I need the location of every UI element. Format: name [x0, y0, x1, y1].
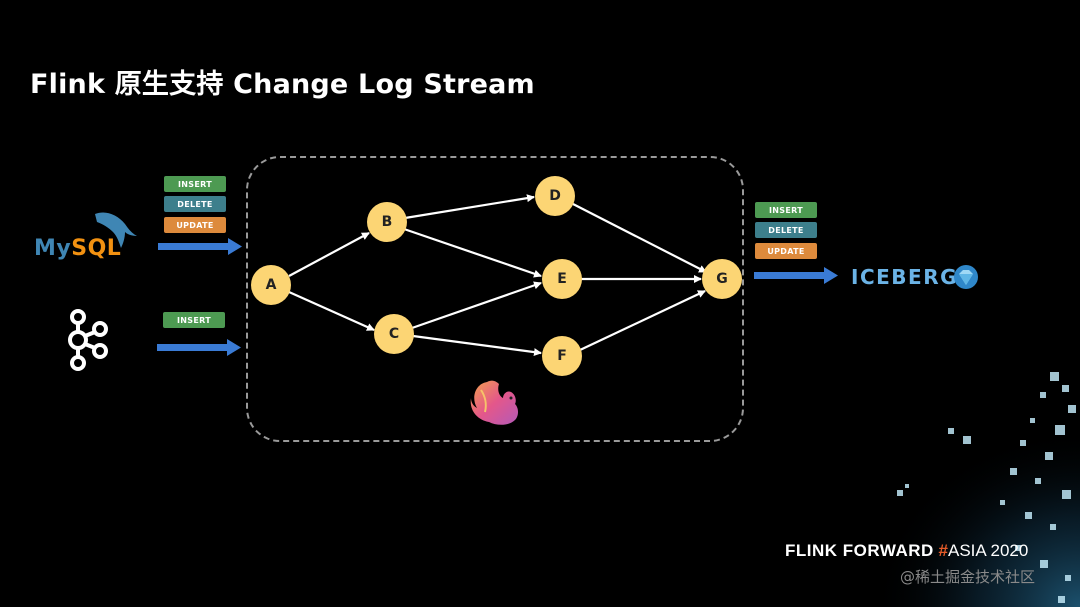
mysql-tag-update: UPDATE [164, 217, 226, 233]
sink-tag-update: UPDATE [755, 243, 817, 259]
kafka-tag-insert: INSERT [163, 312, 225, 328]
flink-pipeline-box [246, 156, 744, 442]
node-f: F [542, 336, 582, 376]
brand-name: FLINK FORWARD [785, 541, 934, 560]
kafka-icon [68, 309, 108, 371]
node-g: G [702, 259, 742, 299]
mysql-logo-text: MySQL [34, 236, 121, 261]
node-e: E [542, 259, 582, 299]
mysql-logo-my: My [34, 236, 72, 261]
edge-c-e [411, 281, 542, 330]
edge-a-b [288, 232, 370, 277]
iceberg-gem-icon [954, 265, 978, 289]
node-d: D [535, 176, 575, 216]
iceberg-logo-text: ICEBERG [851, 265, 959, 289]
node-c: C [374, 314, 414, 354]
sink-tag-delete: DELETE [755, 222, 817, 238]
edge-d-g [572, 203, 707, 273]
iceberg-output-arrow [754, 267, 838, 284]
mysql-tag-delete: DELETE [164, 196, 226, 212]
brand-hash: # [938, 541, 948, 560]
node-a: A [251, 265, 291, 305]
slide-title: Flink 原生支持 Change Log Stream [30, 69, 535, 100]
sink-tag-insert: INSERT [755, 202, 817, 218]
kafka-input-arrow [157, 339, 241, 356]
mysql-tag-insert: INSERT [164, 176, 226, 192]
mysql-input-arrow [158, 238, 242, 255]
edge-c-f [412, 334, 542, 357]
mysql-logo-sql: SQL [71, 236, 122, 261]
edge-b-d [404, 194, 535, 220]
edge-b-e [403, 227, 542, 278]
edge-f-g [579, 290, 706, 351]
mysql-dolphin-icon [95, 212, 137, 248]
watermark: @稀土掘金技术社区 [900, 568, 1036, 586]
flink-forward-brand: FLINK FORWARD #ASIA 2020 [785, 541, 1028, 561]
node-b: B [367, 202, 407, 242]
brand-event: ASIA 2020 [948, 541, 1029, 560]
flink-squirrel-icon [470, 380, 518, 425]
edge-a-c [288, 290, 375, 332]
